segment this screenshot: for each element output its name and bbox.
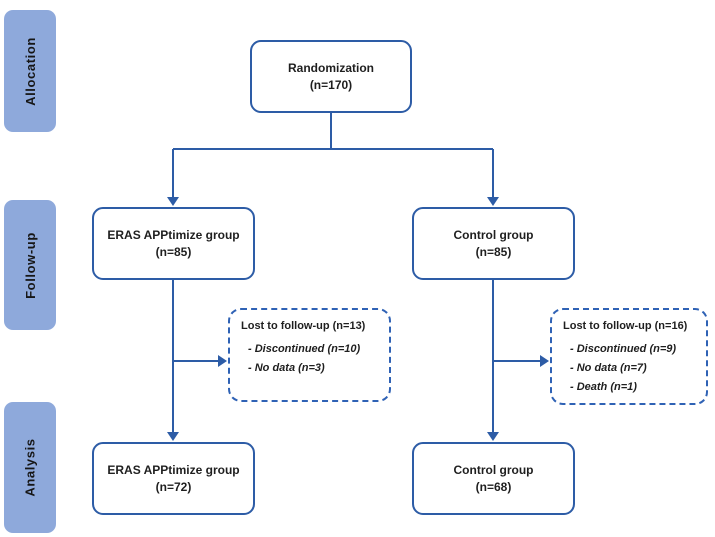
eras-followup-box: ERAS APPtimize group (n=85) <box>92 207 255 280</box>
control-followup-label: Control group <box>453 227 534 242</box>
lost-left-title: Lost to follow-up (n=13) <box>241 320 366 332</box>
lost-to-followup-right-box: Lost to follow-up (n=16) - Discontinued … <box>550 308 708 405</box>
lost-left-item: - Discontinued (n=10) <box>248 343 361 355</box>
randomization-label: Randomization <box>288 60 374 75</box>
randomization-count: (n=170) <box>309 77 353 92</box>
eras-followup-label: ERAS APPtimize group <box>107 227 240 242</box>
lost-left-item: - No data (n=3) <box>248 362 325 374</box>
lost-right-title: Lost to follow-up (n=16) <box>563 320 688 332</box>
lost-right-item: - Discontinued (n=9) <box>570 343 677 355</box>
stage-label-allocation-text: Allocation <box>22 36 38 106</box>
eras-followup-count: (n=85) <box>155 244 192 259</box>
stage-label-follow-up: Follow-up <box>4 200 56 330</box>
eras-analysis-label: ERAS APPtimize group <box>107 462 240 477</box>
control-analysis-box: Control group (n=68) <box>412 442 575 515</box>
stage-label-analysis: Analysis <box>4 402 56 533</box>
eras-analysis-count: (n=72) <box>155 479 192 494</box>
stage-label-analysis-text: Analysis <box>22 438 38 497</box>
control-analysis-count: (n=68) <box>475 479 512 494</box>
stage-label-follow-up-text: Follow-up <box>22 231 38 299</box>
control-analysis-label: Control group <box>453 462 534 477</box>
lost-right-item: - Death (n=1) <box>570 381 637 393</box>
lost-to-followup-left-box: Lost to follow-up (n=13) - Discontinued … <box>228 308 391 402</box>
stage-label-allocation: Allocation <box>4 10 56 132</box>
eras-analysis-box: ERAS APPtimize group (n=72) <box>92 442 255 515</box>
control-followup-box: Control group (n=85) <box>412 207 575 280</box>
randomization-box: Randomization (n=170) <box>250 40 412 113</box>
control-followup-count: (n=85) <box>475 244 512 259</box>
lost-right-item: - No data (n=7) <box>570 362 647 374</box>
